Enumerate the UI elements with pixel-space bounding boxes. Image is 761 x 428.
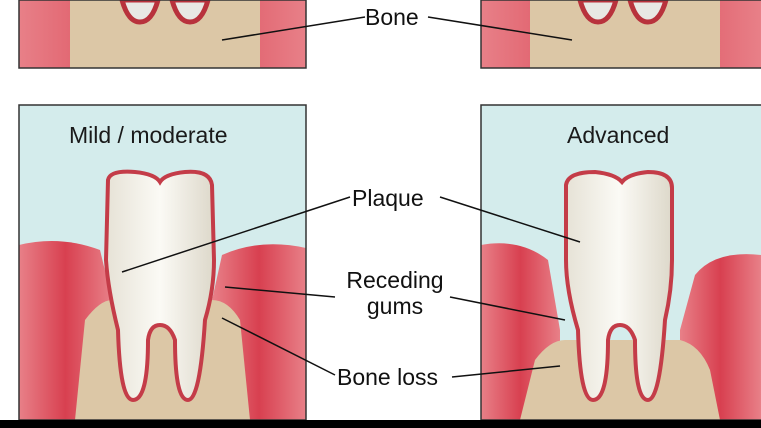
mild-moderate-title: Mild / moderate xyxy=(69,122,228,148)
healthy-panel-right xyxy=(481,0,761,68)
receding-gums-line1: Receding xyxy=(346,267,444,293)
leader-lines xyxy=(121,16,581,378)
receding-gums-line2: gums xyxy=(366,293,424,319)
bottom-black-bar xyxy=(0,420,761,428)
plaque-label: Plaque xyxy=(352,185,424,211)
advanced-panel xyxy=(481,105,761,420)
bone-loss-label: Bone loss xyxy=(337,364,439,390)
receding-gums-label: Receding gums xyxy=(338,267,452,319)
advanced-title: Advanced xyxy=(567,122,670,148)
bone-label: Bone xyxy=(365,4,419,30)
mild-moderate-panel xyxy=(19,105,306,420)
